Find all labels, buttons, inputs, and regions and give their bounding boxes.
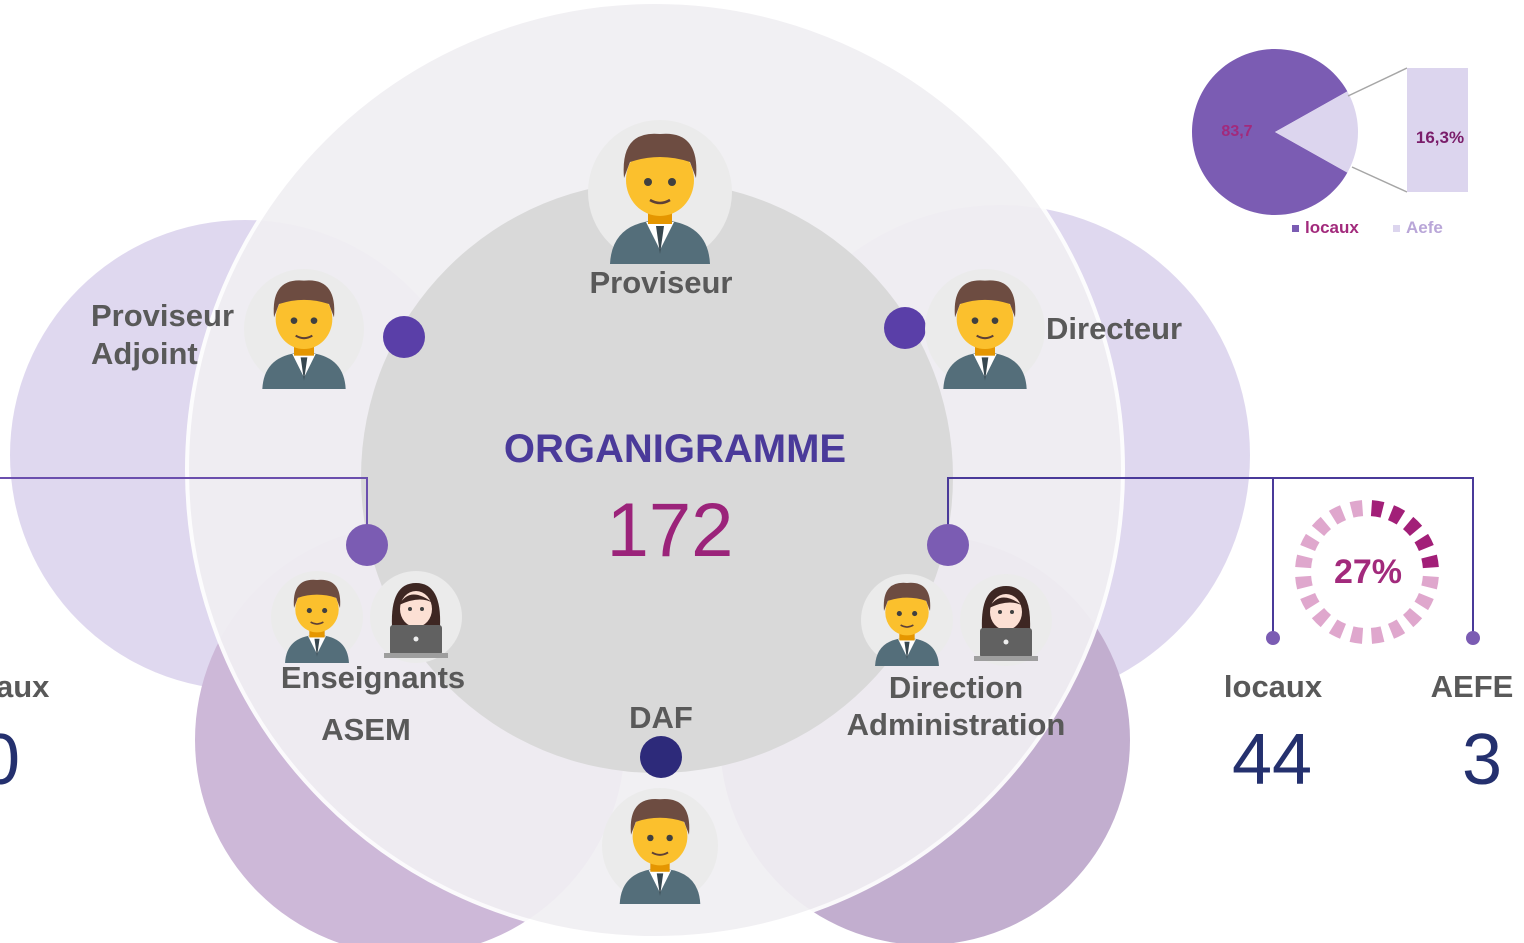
- node-dot-enseignants: [346, 524, 388, 566]
- pie-chart: [1192, 48, 1468, 215]
- pie-slice-aefe: [1275, 91, 1358, 173]
- node-dot-proviseur-adjoint: [383, 316, 425, 358]
- man-office-worker-icon: [602, 788, 718, 904]
- role-proviseur-adjoint-line2: Adjoint: [91, 336, 198, 371]
- aefe-label: AEFE: [1430, 669, 1514, 704]
- role-proviseur: Proviseur: [589, 265, 733, 300]
- pie-connector-top: [1347, 67, 1408, 97]
- pie-connector-bottom: [1351, 166, 1408, 193]
- role-enseignants: Enseignants: [280, 660, 466, 695]
- node-dot-daf: [640, 736, 682, 778]
- ring-segment-empty: [1370, 626, 1385, 644]
- ring-segment-filled: [1414, 533, 1434, 552]
- ring-segment-empty: [1295, 575, 1313, 590]
- ring-segment-empty: [1421, 575, 1439, 590]
- connector-right: [947, 477, 1474, 637]
- connector-end-locaux: [1266, 631, 1280, 645]
- total-count: 172: [606, 488, 734, 573]
- ring-segment-empty: [1403, 608, 1423, 628]
- legend-label-locaux: locaux: [1305, 218, 1359, 237]
- ring-segment-filled: [1370, 500, 1385, 518]
- role-proviseur-adjoint-line1: Proviseur: [91, 298, 235, 333]
- ring-segment-empty: [1349, 500, 1364, 518]
- legend-swatch-aefe: [1393, 225, 1400, 233]
- role-direction-line2: Administration: [846, 707, 1066, 742]
- aefe-value: 3: [1462, 720, 1503, 800]
- pie-label-locaux: 83,7: [1221, 123, 1253, 140]
- pie-slice-locaux: [1192, 48, 1348, 215]
- ring-segment-empty: [1311, 608, 1331, 628]
- role-asem: ASEM: [321, 712, 411, 747]
- woman-laptop-icon: [960, 574, 1052, 666]
- man-office-worker-icon: [861, 574, 953, 666]
- ring-segment-empty: [1328, 619, 1347, 639]
- node-dot-direction: [927, 524, 969, 566]
- legend-item-aefe: Aefe: [1393, 218, 1443, 238]
- ring-segment-filled: [1421, 554, 1439, 569]
- locaux-value: 44: [1232, 720, 1313, 800]
- ring-percent-label: 27%: [1333, 553, 1403, 591]
- legend-item-locaux: locaux: [1292, 218, 1359, 238]
- role-direction-line1: Direction: [888, 670, 1024, 705]
- left-stat-label: aux: [0, 669, 50, 704]
- pie-bar-aefe: [1407, 68, 1468, 192]
- ring-segment-empty: [1311, 516, 1331, 536]
- node-dot-directeur: [884, 307, 926, 349]
- percent-ring: [1295, 500, 1439, 644]
- ring-segment-empty: [1295, 554, 1313, 569]
- ring-segment-empty: [1328, 505, 1347, 525]
- role-daf: DAF: [629, 700, 693, 735]
- ring-segment-empty: [1349, 626, 1364, 644]
- ring-segment-empty: [1387, 619, 1406, 639]
- ring-segment-empty: [1300, 533, 1320, 552]
- man-office-worker-icon: [925, 269, 1045, 389]
- legend-swatch-locaux: [1292, 225, 1299, 233]
- legend-label-aefe: Aefe: [1406, 218, 1443, 237]
- role-directeur: Directeur: [1046, 311, 1183, 346]
- locaux-label: locaux: [1223, 669, 1323, 704]
- inner-circle: [361, 181, 953, 773]
- ring-segment-filled: [1387, 505, 1406, 525]
- pie-label-aefe: 16,3%: [1415, 128, 1465, 147]
- man-office-worker-icon: [244, 269, 364, 389]
- connector-left: [0, 477, 368, 545]
- left-stat-value: 0: [0, 720, 21, 800]
- diagram-title: ORGANIGRAMME: [503, 427, 847, 471]
- man-office-worker-icon: [588, 120, 732, 264]
- man-office-worker-icon: [271, 571, 363, 663]
- connector-end-aefe: [1466, 631, 1480, 645]
- ring-segment-filled: [1403, 516, 1423, 536]
- ring-segment-empty: [1414, 592, 1434, 611]
- ring-segment-empty: [1300, 592, 1320, 611]
- woman-laptop-icon: [370, 571, 462, 663]
